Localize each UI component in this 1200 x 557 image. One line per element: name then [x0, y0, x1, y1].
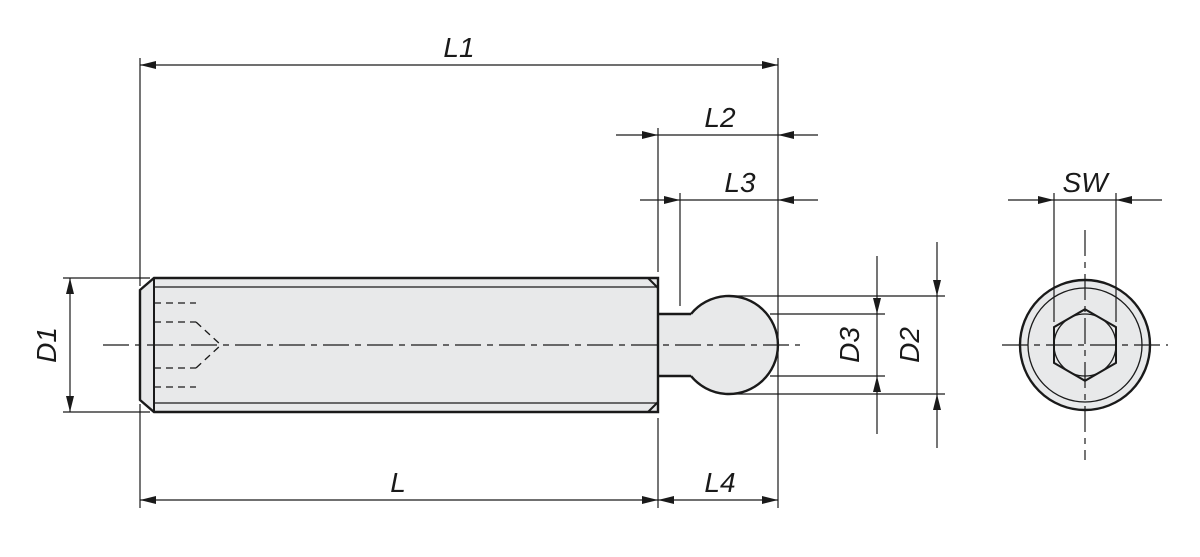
dimension-d2: D2: [733, 242, 945, 448]
threaded-rod-body: [138, 276, 660, 414]
dimension-d1: D1: [31, 277, 150, 413]
dimension-label-d2: D2: [894, 327, 925, 363]
dimension-l3: L3: [640, 167, 818, 306]
dimension-label-d1: D1: [31, 327, 62, 363]
dimension-l2: L2: [616, 102, 818, 272]
side-view: [103, 276, 800, 414]
dimension-label-l1: L1: [443, 32, 474, 63]
dimension-label-l4: L4: [704, 467, 735, 498]
end-view: [1002, 230, 1168, 460]
dimension-label-l: L: [390, 467, 406, 498]
dimension-l1: L1: [139, 32, 779, 508]
dimension-l: L: [139, 404, 659, 508]
dimension-d3: D3: [770, 256, 885, 434]
dimension-l4: L4: [658, 467, 778, 504]
dimension-label-l2: L2: [704, 102, 736, 133]
hex-socket-hidden-lines: [154, 302, 222, 388]
dimension-label-sw: SW: [1062, 167, 1110, 198]
dimension-label-d3: D3: [834, 327, 865, 363]
dimension-sw: SW: [1008, 167, 1162, 322]
dimension-label-l3: L3: [724, 167, 756, 198]
